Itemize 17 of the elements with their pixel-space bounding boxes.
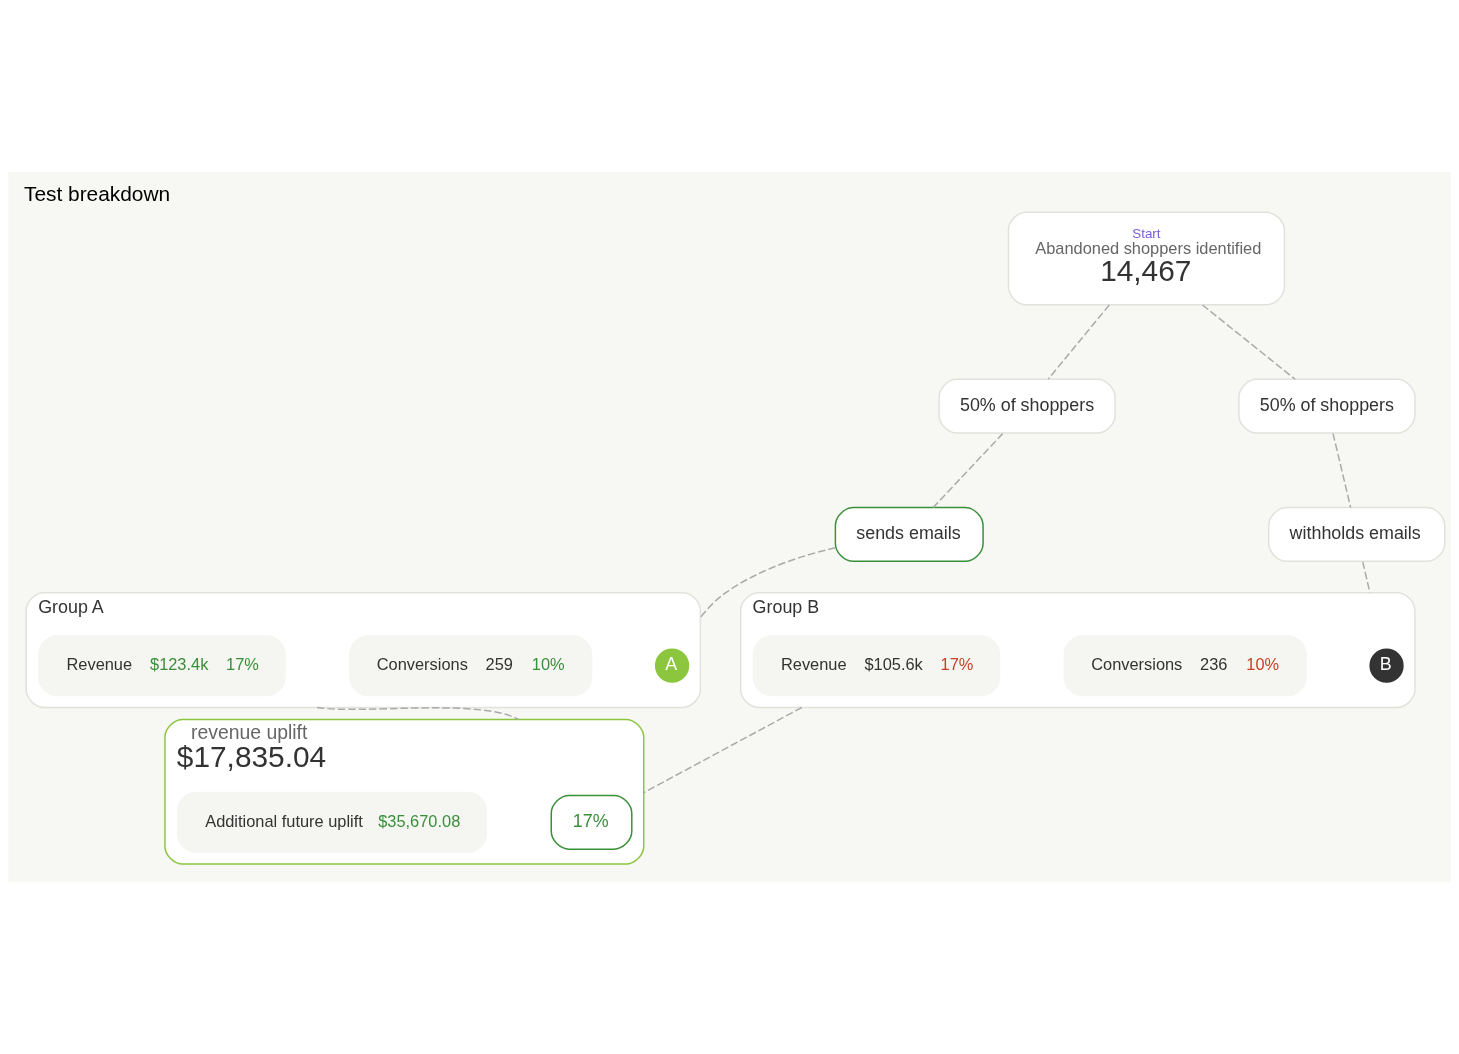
connector bbox=[699, 547, 836, 619]
connector bbox=[1332, 432, 1352, 509]
node-box: sends emails bbox=[834, 506, 984, 563]
connector bbox=[1201, 304, 1296, 380]
diagram-title: Test breakdown bbox=[23, 181, 171, 205]
connector bbox=[316, 706, 520, 721]
node-box: 50% of shoppers bbox=[938, 378, 1116, 434]
node-box: 50% of shoppers bbox=[1238, 378, 1416, 434]
node-box: withholds emails bbox=[1267, 506, 1446, 563]
node-circle: B bbox=[1369, 648, 1404, 683]
connector bbox=[932, 432, 1004, 509]
connector bbox=[1362, 561, 1371, 594]
node-box: Start Abandoned shoppers identified 14,467 bbox=[1007, 211, 1286, 306]
connector bbox=[643, 706, 803, 794]
node-circle: A bbox=[654, 648, 690, 683]
node-box: 17% bbox=[550, 794, 633, 850]
connector bbox=[1047, 304, 1111, 380]
